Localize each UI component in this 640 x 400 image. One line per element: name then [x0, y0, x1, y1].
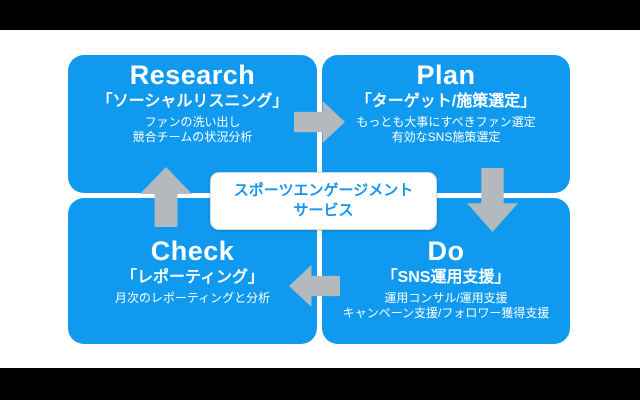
- do-body-line: 運用コンサル/運用支援: [384, 291, 508, 305]
- letterbox-top-bar: [0, 0, 640, 30]
- do-title: Do: [427, 236, 465, 266]
- do-subtitle: 「SNS運用支援」: [381, 269, 511, 286]
- check-body-line: 月次のレポーティングと分析: [114, 291, 271, 305]
- research-body-line: ファンの洗い出し: [144, 115, 241, 129]
- letterbox-bottom-bar: [0, 368, 640, 400]
- plan-body-line: もっとも大事にすべきファン選定: [356, 115, 536, 129]
- check-subtitle: 「レポーティング」: [120, 269, 265, 286]
- do-body-line: キャンペーン支援/フォロワー獲得支援: [342, 306, 550, 320]
- plan-title: Plan: [416, 60, 476, 90]
- plan-body-line: 有効なSNS施策選定: [391, 130, 501, 144]
- plan-subtitle: 「ターゲット/施策選定」: [355, 93, 537, 110]
- research-title: Research: [129, 60, 256, 90]
- research-subtitle: 「ソーシャルリスニング」: [96, 93, 289, 110]
- check-title: Check: [150, 236, 235, 266]
- panel-research: Research 「ソーシャルリスニング」 ファンの洗い出し 競合チームの状況分…: [68, 55, 317, 193]
- center-service-label: スポーツエンゲージメント サービス: [210, 172, 437, 230]
- center-label-line: スポーツエンゲージメント: [233, 182, 414, 199]
- pdca-cycle-diagram: Research 「ソーシャルリスニング」 ファンの洗い出し 競合チームの状況分…: [68, 55, 570, 344]
- panel-plan: Plan 「ターゲット/施策選定」 もっとも大事にすべきファン選定 有効なSNS…: [322, 55, 570, 193]
- center-label-line: サービス: [293, 202, 354, 219]
- research-body-line: 競合チームの状況分析: [132, 130, 253, 144]
